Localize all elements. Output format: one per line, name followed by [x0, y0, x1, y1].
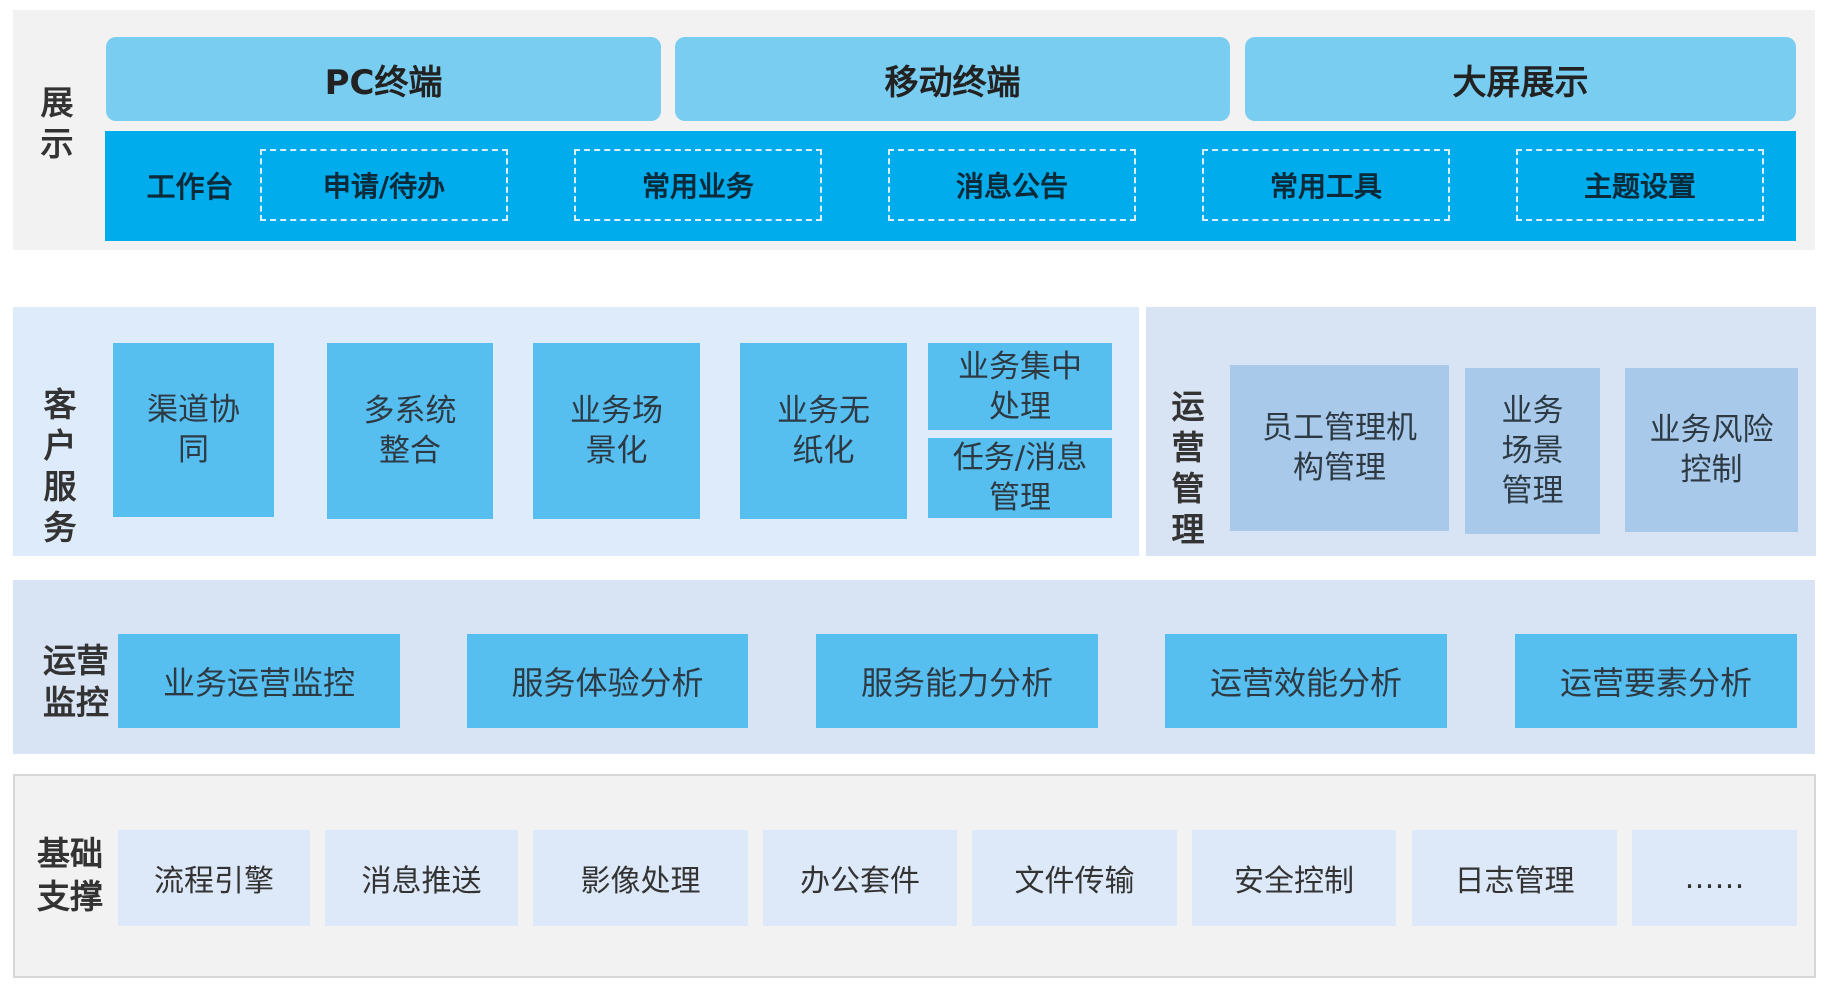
box-more: ……: [1632, 830, 1797, 926]
box-business-risk-control: 业务风险控制: [1625, 368, 1798, 532]
box-channel-collaboration: 渠道协同: [113, 343, 274, 517]
operations-management-label: 运营管理: [1171, 387, 1205, 549]
box-log-management: 日志管理: [1412, 830, 1617, 926]
box-image-processing: 影像处理: [533, 830, 748, 926]
box-business-scenario-management: 业务场景管理: [1465, 368, 1600, 534]
box-service-capability-analysis: 服务能力分析: [816, 634, 1098, 728]
box-staff-org-management: 员工管理机构管理: [1230, 365, 1449, 531]
box-operations-elements-analysis: 运营要素分析: [1515, 634, 1797, 728]
terminal-mobile: 移动终端: [675, 37, 1230, 121]
box-centralized-processing: 业务集中处理: [928, 343, 1112, 430]
workbench-label: 工作台: [146, 170, 234, 204]
terminal-big-screen: 大屏展示: [1245, 37, 1796, 121]
box-task-message-management: 任务/消息管理: [928, 438, 1112, 518]
box-service-experience-analysis: 服务体验分析: [467, 634, 748, 728]
operations-monitoring-label: 运营监控: [43, 641, 109, 722]
display-label: 展示: [40, 83, 74, 163]
workbench-item-common-tools: 常用工具: [1202, 149, 1450, 221]
terminal-pc: PC终端: [106, 37, 661, 121]
workbench-item-apply: 申请/待办: [260, 149, 508, 221]
box-message-push: 消息推送: [325, 830, 518, 926]
box-process-engine: 流程引擎: [118, 830, 310, 926]
box-multi-system-integration: 多系统整合: [327, 343, 493, 519]
box-business-operations-monitoring: 业务运营监控: [118, 634, 400, 728]
box-business-scenario: 业务场景化: [533, 343, 700, 519]
box-security-control: 安全控制: [1192, 830, 1396, 926]
box-paperless: 业务无纸化: [740, 343, 907, 519]
box-operations-efficiency-analysis: 运营效能分析: [1165, 634, 1447, 728]
infrastructure-label: 基础支撑: [37, 834, 103, 916]
box-office-suite: 办公套件: [763, 830, 957, 926]
customer-service-label: 客户服务: [43, 385, 77, 547]
box-file-transfer: 文件传输: [972, 830, 1177, 926]
workbench-item-common-business: 常用业务: [574, 149, 822, 221]
workbench-item-theme-settings: 主题设置: [1516, 149, 1764, 221]
workbench-item-announcements: 消息公告: [888, 149, 1136, 221]
